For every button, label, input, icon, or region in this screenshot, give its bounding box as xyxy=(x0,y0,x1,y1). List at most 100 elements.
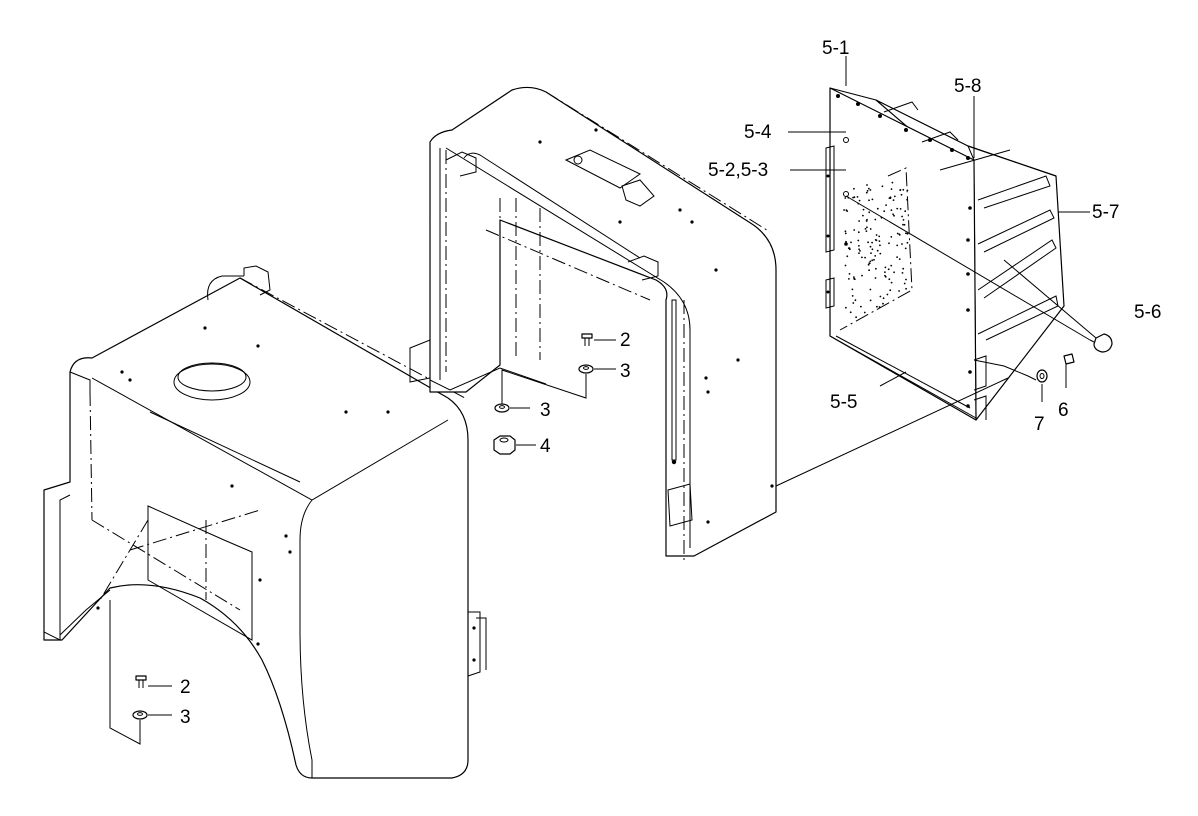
perforation-dot xyxy=(890,236,893,238)
perforation-dot xyxy=(867,263,870,266)
perforation-dot xyxy=(856,196,859,198)
label-3-upper-left: 3 xyxy=(540,400,551,421)
perforation-dot xyxy=(882,302,884,305)
label-5-1: 5-1 xyxy=(822,38,849,59)
perforation-dot xyxy=(876,305,878,308)
perforation-dot xyxy=(866,190,869,192)
perforation-dot xyxy=(859,250,861,252)
front-panel xyxy=(829,87,977,421)
perforation-dot xyxy=(871,198,874,201)
perforation-dot xyxy=(904,247,907,250)
nut-part-4 xyxy=(493,435,516,455)
perforation-dot xyxy=(868,187,870,190)
bolt-part-2-upper xyxy=(581,333,593,346)
perforation-dot xyxy=(893,195,896,198)
bolt-part-6 xyxy=(1063,353,1075,365)
perforation-dot xyxy=(855,316,857,319)
perforation-dot xyxy=(867,241,869,244)
perforation-dot xyxy=(870,252,872,255)
perforation-dot xyxy=(898,233,901,236)
perforation-dot xyxy=(874,218,877,221)
upper-hood-cover xyxy=(409,86,777,560)
perforation-dot xyxy=(878,240,881,243)
perforation-dot xyxy=(905,278,907,281)
perforation-dot xyxy=(853,276,855,278)
top-round-hole xyxy=(173,363,251,401)
perforation-dot xyxy=(844,230,847,233)
perforation-dot xyxy=(869,228,872,230)
perforation-dot xyxy=(868,269,870,272)
perforation-dot xyxy=(871,248,874,251)
perforation-dot xyxy=(904,210,907,213)
perforation-dot xyxy=(884,266,887,269)
perforation-dot xyxy=(887,268,890,271)
perforation-dot xyxy=(853,278,856,281)
label-2-upper: 2 xyxy=(620,330,631,351)
perforation-dot xyxy=(868,199,870,202)
perforation-dot xyxy=(845,209,848,212)
perforation-dot xyxy=(901,272,904,274)
perforation-dot xyxy=(858,252,860,255)
perforation-dot xyxy=(901,243,903,245)
perforation-dot xyxy=(896,256,898,258)
perforation-dot xyxy=(905,287,907,290)
washer-part-3-upper-right xyxy=(578,364,594,374)
perforation-dot xyxy=(884,271,886,273)
perforation-dot xyxy=(879,244,881,247)
perforation-dot xyxy=(905,232,907,235)
perforation-dot xyxy=(869,299,872,302)
perforation-dot xyxy=(851,295,854,297)
leader-lines xyxy=(109,56,1097,745)
label-4: 4 xyxy=(540,436,551,457)
label-5-4: 5-4 xyxy=(744,122,772,143)
perforation-dot xyxy=(873,258,875,261)
perforation-dot xyxy=(853,187,855,190)
perforation-dot xyxy=(846,255,849,258)
perforation-dot xyxy=(848,273,851,275)
latch xyxy=(621,179,655,207)
perforation-dot xyxy=(862,208,865,211)
label-5-5: 5-5 xyxy=(830,392,857,413)
perforation-dot xyxy=(874,239,877,241)
perforation-dot xyxy=(843,209,845,211)
perforation-dot xyxy=(878,306,881,308)
label-3-lower: 3 xyxy=(180,707,191,728)
perforation-dot xyxy=(862,214,864,217)
perforation-dot xyxy=(896,232,899,235)
perforation-dot xyxy=(857,239,860,242)
perforation-dot xyxy=(868,262,871,264)
perforation-dot xyxy=(892,213,894,216)
perforation-dot xyxy=(865,230,868,233)
perforation-dot xyxy=(906,189,909,192)
perforation-dot xyxy=(889,289,892,292)
perforation-dot xyxy=(902,267,905,270)
perforation-dot xyxy=(854,299,857,302)
perforation-dot xyxy=(885,204,887,207)
perforation-dot xyxy=(875,267,877,270)
perforation-dot xyxy=(852,196,854,199)
perforation-dot xyxy=(882,297,885,300)
perforation-dot xyxy=(902,223,904,226)
perforation-dot xyxy=(849,311,852,314)
label-6: 6 xyxy=(1058,400,1069,421)
washer-part-3-lower xyxy=(132,710,148,720)
perforation-dot xyxy=(886,293,889,296)
perforation-dot xyxy=(845,240,847,243)
label-5-6: 5-6 xyxy=(1134,302,1161,323)
perforation-dot xyxy=(888,278,891,281)
perforation-dot xyxy=(903,282,906,285)
knob-part-5-6 xyxy=(1089,333,1113,353)
perforation-dot xyxy=(861,256,863,259)
perforation-dot xyxy=(871,241,873,244)
latch-plate xyxy=(564,149,641,189)
perforation-dot xyxy=(876,207,879,210)
filter-box-assembly xyxy=(825,87,1065,421)
perforation-dot xyxy=(848,247,851,250)
perforation-dot xyxy=(857,231,860,234)
perforation-dot xyxy=(903,223,906,226)
callout-labels: 5-1 5-8 5-4 5-2,5-3 5-7 5-6 5-5 7 6 2 3 … xyxy=(180,38,1161,728)
label-5-2-5-3: 5-2,5-3 xyxy=(708,160,768,181)
perforation-dot xyxy=(900,193,903,196)
perforation-dot xyxy=(892,199,895,202)
